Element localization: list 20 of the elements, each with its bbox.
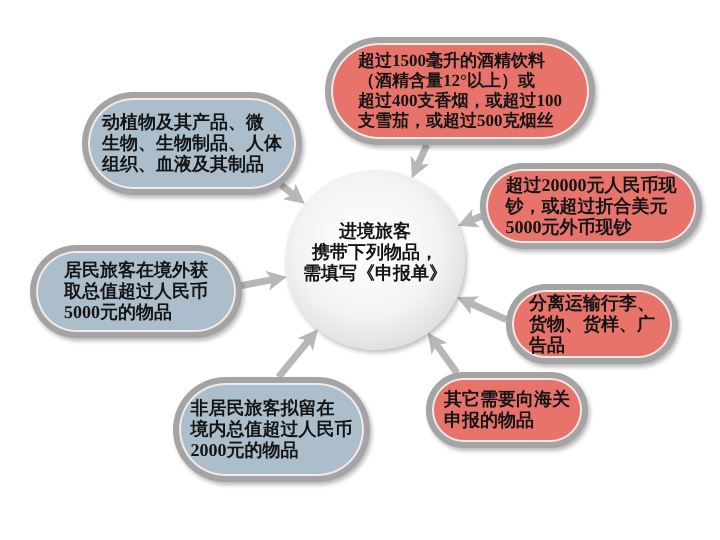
category-pill <box>506 284 678 364</box>
category-pill <box>82 92 302 195</box>
arrow <box>408 144 430 180</box>
category-pill <box>173 377 370 482</box>
arrow <box>455 294 508 323</box>
pill-text: 超过20000元人民币现钞，或超过折合美元5000元外币现钞 <box>506 174 676 238</box>
circle-text: 进境旅客携带下列物品，需填写《申报单》 <box>303 220 447 284</box>
pill-text: 超过1500毫升的酒精饮料（酒精含量12°以上）或超过400支香烟，或超过100支雪茄，或超过500克烟丝 <box>358 51 562 131</box>
category-pill <box>480 163 702 249</box>
pill-text: 动植物及其产品、微生物、生物制品、人体组织、血液及其制品 <box>102 112 282 175</box>
arrow <box>425 330 460 375</box>
category-pill <box>325 37 595 145</box>
category-pill <box>30 245 242 338</box>
pill-text: 居民旅客在境外获取总值超过人民币5000元的物品 <box>64 260 208 323</box>
pill-text: 分离运输行李、货物、货样、广告品 <box>529 292 655 356</box>
pill-text: 非居民旅客拟留在境内总值超过人民币2000元的物品 <box>190 398 352 461</box>
arrow <box>240 270 288 290</box>
arrow <box>456 208 483 230</box>
pill-text: 其它需要向海关申报的物品 <box>444 389 570 431</box>
category-pill <box>426 372 588 448</box>
